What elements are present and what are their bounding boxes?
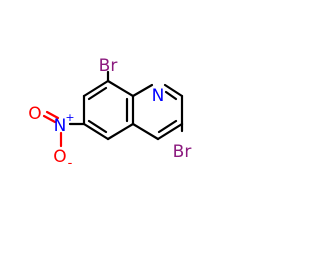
bond-c3-c4 xyxy=(156,122,184,141)
bond-c7-c8-inner xyxy=(87,86,108,101)
atom-o-upper: O xyxy=(28,104,41,124)
bond-c4a-c5 xyxy=(106,122,135,141)
bond-c8a-n1 xyxy=(131,83,154,98)
atom-br-right: Br xyxy=(173,142,192,162)
atom-br-top: Br xyxy=(99,56,118,76)
bond-n1-c2 xyxy=(163,83,184,98)
bond-n-o-upper xyxy=(45,110,60,120)
atom-labels: Br N Br O N + O - xyxy=(28,56,191,171)
bond-c3-c4-inner xyxy=(157,119,178,134)
bond-c5-c6-inner xyxy=(87,119,108,134)
bond-n1-c2-inner xyxy=(164,90,178,101)
nitro-bonds xyxy=(42,110,63,148)
atom-n-ring: N xyxy=(152,86,165,106)
bond-c5-c6 xyxy=(82,122,110,141)
bond-c7-c8 xyxy=(82,79,110,98)
structure-canvas: Br N Br O N + O - xyxy=(28,56,191,171)
bond-n-o-upper-second xyxy=(42,114,57,124)
bond-c8-c8a xyxy=(106,79,135,98)
bonds xyxy=(68,70,184,141)
bond-c4-c4a xyxy=(131,122,160,141)
charge-plus: + xyxy=(65,111,74,124)
charge-minus: - xyxy=(68,156,73,171)
molecule-structure: Br N Br O N + O - xyxy=(28,56,191,171)
atom-n-nitro: N xyxy=(54,116,67,136)
atom-o-lower: O xyxy=(53,147,66,167)
